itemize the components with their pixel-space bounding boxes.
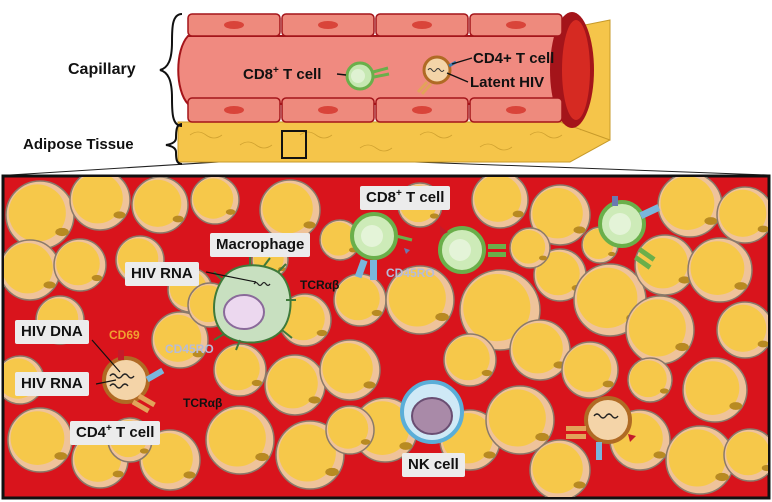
adipocyte: [205, 405, 275, 475]
capillary-cd8-cell: [345, 61, 390, 91]
endothelium-top-row: [187, 13, 563, 37]
adipocyte: [561, 341, 619, 399]
cd45ro-left-label: CD45RO: [165, 342, 214, 356]
latent-hiv-label: Latent HIV: [470, 74, 545, 91]
adipocyte: [53, 238, 107, 292]
cd4-top-label: CD4+ T cell: [473, 50, 555, 67]
adipocyte: [151, 311, 209, 369]
adipocyte: [443, 333, 497, 387]
adipocyte: [723, 428, 768, 482]
capillary-illustration: [177, 12, 611, 163]
adipocyte: [259, 179, 321, 241]
tcrab-macrophage-label: TCRαβ: [300, 278, 340, 292]
nk-cell: [400, 380, 464, 444]
cd8-cell-zoom-middle: [438, 226, 506, 274]
cd8-zoom-label: CD8+ T cell: [360, 186, 451, 210]
hiv-rna-cd4-label: HIV RNA: [15, 372, 89, 396]
adipocyte: [627, 357, 673, 403]
hiv-dna-label: HIV DNA: [15, 320, 89, 344]
nk-cell-label: NK cell: [402, 453, 465, 477]
adipocyte: [509, 319, 571, 381]
adipose-tissue-label: Adipose Tissue: [23, 136, 134, 153]
adipocyte: [385, 265, 455, 335]
adipose-brace: [165, 123, 183, 165]
cd4-zoom-label-sup: +: [106, 423, 112, 434]
adipocyte: [529, 184, 591, 246]
cd45ro-center-label: CD45RO: [386, 266, 435, 280]
macrophage-cell: [213, 256, 296, 351]
adipocyte: [7, 407, 73, 473]
adipocyte: [139, 429, 201, 491]
adipocyte: [471, 177, 529, 229]
adipocyte: [634, 234, 696, 296]
cd8-top-label-prefix: CD8: [243, 66, 274, 83]
capillary-label: Capillary: [68, 61, 136, 78]
macrophage-label: Macrophage: [210, 233, 311, 257]
adipocyte: [5, 180, 75, 250]
endothelium-bottom-row: [187, 97, 563, 123]
tcrab-cd4-label: TCRαβ: [183, 396, 223, 410]
cd8-zoom-label-prefix: CD8: [366, 189, 397, 206]
cd8-cell-zoom-left: [350, 212, 413, 280]
adipocyte: [657, 177, 723, 238]
adipocyte: [625, 295, 695, 365]
adipocyte: [213, 343, 267, 397]
adipocyte: [485, 385, 555, 455]
cd8-top-label: CD8+ T cell: [243, 65, 322, 84]
macrophage-hiv-rna-pointer: [205, 271, 257, 283]
cd4-zoom-label: CD4+ T cell: [70, 421, 161, 445]
macrophage-hiv-rna-label: HIV RNA: [125, 262, 199, 286]
adipocyte: [716, 186, 768, 244]
hiv-dna-pointer: [91, 339, 121, 373]
cd8-zoom-label-sup: +: [396, 188, 402, 199]
adipocyte: [333, 273, 387, 327]
adipocyte: [509, 227, 551, 269]
cd4-zoom-label-suffix: T cell: [111, 424, 155, 441]
cd4-top-pointer: [451, 57, 473, 65]
cd8-top-label-suffix: T cell: [278, 66, 322, 83]
hiv-rna-cd4-pointer: [95, 379, 117, 385]
adipocyte: [264, 354, 326, 416]
adipocyte: [682, 357, 748, 423]
zoom-selector-box: [281, 130, 307, 159]
adipocyte: [687, 237, 753, 303]
adipocyte: [190, 177, 240, 225]
adipocyte: [319, 339, 381, 401]
capillary-brace: [159, 13, 183, 127]
cd8-top-label-sup: +: [273, 65, 279, 76]
adipocyte: [325, 405, 375, 455]
cd69-label: CD69: [109, 328, 140, 342]
cd8-cell-zoom-right: [598, 196, 661, 270]
latent-hiv-pointer: [446, 72, 469, 83]
adipocyte: [716, 301, 768, 359]
cd8-zoom-label-suffix: T cell: [401, 189, 445, 206]
adipocyte: [533, 248, 587, 302]
cd8-top-pointer: [336, 73, 347, 76]
cd4-zoom-label-prefix: CD4: [76, 424, 107, 441]
adipocyte: [529, 439, 591, 497]
adipocyte: [131, 177, 189, 234]
cd4-cell-zoom-left: [102, 350, 165, 414]
adipocyte: [4, 239, 61, 301]
adipocyte: [69, 177, 131, 231]
cd4-cell-zoom-right: [566, 396, 636, 460]
